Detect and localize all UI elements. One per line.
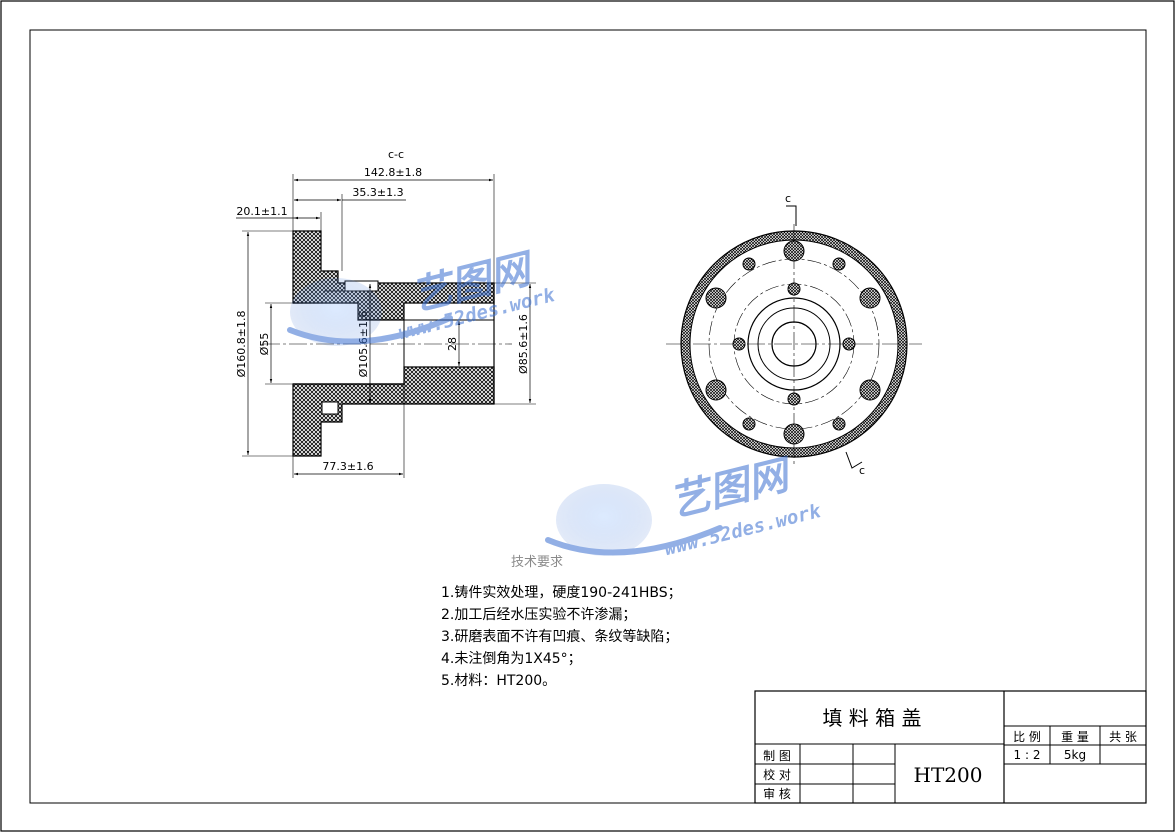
watermark-swoosh bbox=[545, 525, 723, 556]
requirements-title: 技术要求 bbox=[511, 555, 564, 570]
requirement-item: 2.加工后经水压实验不许渗漏； bbox=[441, 607, 637, 623]
material-code: HT200 bbox=[914, 763, 983, 787]
watermark-globe-icon bbox=[290, 278, 382, 346]
cut-mark-top: c bbox=[785, 192, 791, 205]
bolt-hole bbox=[859, 379, 881, 401]
watermark-2: 艺图网 www.52des.work bbox=[545, 451, 824, 560]
dim-flange-thickness: 20.1±1.1 bbox=[236, 205, 287, 218]
part-name: 填 料 箱 盖 bbox=[822, 706, 921, 730]
title-block bbox=[754, 690, 1147, 804]
bolt-hole-small bbox=[832, 417, 846, 431]
drawn-label: 制 图 bbox=[763, 749, 791, 763]
scale-value: 1 : 2 bbox=[1014, 748, 1041, 762]
bolt-hole-small bbox=[742, 257, 756, 271]
bolt-holes-inner bbox=[732, 282, 856, 406]
section-label: c-c bbox=[388, 148, 404, 161]
scale-label: 比 例 bbox=[1013, 730, 1041, 744]
dim-step-length: 35.3±1.3 bbox=[352, 186, 403, 199]
bolt-holes-outer bbox=[705, 240, 881, 445]
dim-end-diameter: Ø85.6±1.6 bbox=[517, 314, 530, 374]
bolt-hole bbox=[859, 287, 881, 309]
weight-label: 重 量 bbox=[1061, 730, 1089, 744]
dim-groove-width: 28 bbox=[446, 337, 459, 351]
dim-bore-diameter: Ø55 bbox=[258, 333, 271, 356]
tap-hole bbox=[787, 282, 801, 296]
cut-mark-bottom-line bbox=[845, 451, 863, 469]
sheets-label: 共 张 bbox=[1109, 730, 1137, 744]
requirement-item: 4.未注倒角为1X45°； bbox=[441, 651, 582, 667]
bolt-hole bbox=[783, 423, 805, 445]
tap-hole bbox=[842, 337, 856, 351]
watermark-swoosh bbox=[287, 315, 453, 345]
cut-mark-bottom: c bbox=[859, 464, 865, 477]
tap-hole bbox=[787, 392, 801, 406]
groove-lower bbox=[321, 401, 339, 415]
bolt-hole bbox=[783, 240, 805, 262]
tap-hole bbox=[732, 337, 746, 351]
requirement-item: 3.研磨表面不许有凹痕、条纹等缺陷； bbox=[441, 629, 679, 645]
bolt-hole bbox=[705, 379, 727, 401]
end-view: c c bbox=[666, 192, 922, 477]
dim-overall-length: 142.8±1.8 bbox=[364, 166, 422, 179]
dim-outer-diameter: Ø160.8±1.8 bbox=[235, 311, 248, 378]
watermark-globe-icon bbox=[556, 484, 652, 556]
cut-mark-top-line bbox=[786, 205, 797, 226]
checked-label: 校 对 bbox=[763, 767, 791, 782]
approved-label: 审 核 bbox=[763, 786, 791, 801]
dim-bore-length: 77.3±1.6 bbox=[322, 460, 373, 473]
bolt-hole bbox=[705, 287, 727, 309]
bolt-hole-small bbox=[832, 257, 846, 271]
title-block-frame bbox=[754, 690, 1147, 804]
bolt-hole-small bbox=[742, 417, 756, 431]
requirement-item: 1.铸件实效处理，硬度190-241HBS； bbox=[441, 585, 682, 601]
requirement-item: 5.材料：HT200。 bbox=[441, 673, 557, 689]
inner-border bbox=[29, 29, 1147, 804]
weight-value: 5kg bbox=[1064, 748, 1086, 762]
